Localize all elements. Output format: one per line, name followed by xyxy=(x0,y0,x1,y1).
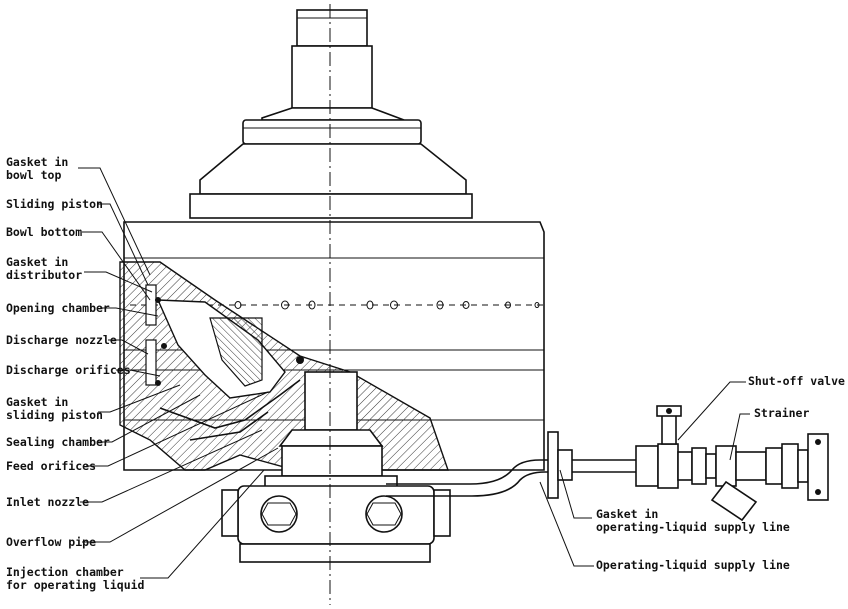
bolt-right xyxy=(365,495,403,533)
label-overflow-pipe: Overflow pipe xyxy=(6,535,97,549)
lower-housing xyxy=(221,485,451,563)
label-gasket-bowl-top-line2: bowl top xyxy=(6,168,62,182)
label-inlet-nozzle: Inlet nozzle xyxy=(6,495,90,509)
label-strainer: Strainer xyxy=(754,406,810,420)
label-bowl-bottom: Bowl bottom xyxy=(6,225,83,239)
label-gasket-distributor: Gasket in distributor xyxy=(6,256,82,282)
label-sealing-chamber: Sealing chamber xyxy=(6,435,110,449)
label-gasket-distributor-line1: Gasket in xyxy=(6,255,69,269)
label-injection-chamber-line1: Injection chamber xyxy=(6,565,124,579)
label-discharge-nozzle: Discharge nozzle xyxy=(6,333,117,347)
label-injection-chamber: Injection chamber for operating liquid xyxy=(6,566,144,592)
label-gasket-supply-line-line2: operating-liquid supply line xyxy=(596,520,790,534)
label-sliding-piston: Sliding piston xyxy=(6,197,103,211)
label-gasket-distributor-line2: distributor xyxy=(6,268,83,282)
leader-lines xyxy=(78,167,750,579)
central-shaft xyxy=(264,371,398,489)
label-injection-chamber-line2: for operating liquid xyxy=(6,578,145,592)
label-gasket-supply-line-line1: Gasket in xyxy=(596,507,659,521)
label-gasket-bowl-top-line1: Gasket in xyxy=(6,155,69,169)
bowl-hood xyxy=(189,119,473,219)
sectional-cutaway xyxy=(119,261,449,471)
bolt-left xyxy=(260,495,298,533)
label-opening-chamber: Opening chamber xyxy=(6,301,110,315)
top-spindle xyxy=(261,9,405,121)
label-gasket-supply-line: Gasket in operating-liquid supply line xyxy=(596,508,790,534)
supply-pipe xyxy=(386,431,640,499)
label-supply-line: Operating-liquid supply line xyxy=(596,558,790,572)
valve-strainer-assembly xyxy=(635,405,829,522)
label-gasket-sliding-piston: Gasket in sliding piston xyxy=(6,396,103,422)
label-gasket-sliding-piston-line2: sliding piston xyxy=(6,408,103,422)
label-discharge-orifices: Discharge orifices xyxy=(6,363,131,377)
label-gasket-bowl-top: Gasket in bowl top xyxy=(6,156,68,182)
label-shutoff-valve: Shut-off valve xyxy=(748,374,845,388)
label-gasket-sliding-piston-line1: Gasket in xyxy=(6,395,69,409)
label-feed-orifices: Feed orifices xyxy=(6,459,97,473)
